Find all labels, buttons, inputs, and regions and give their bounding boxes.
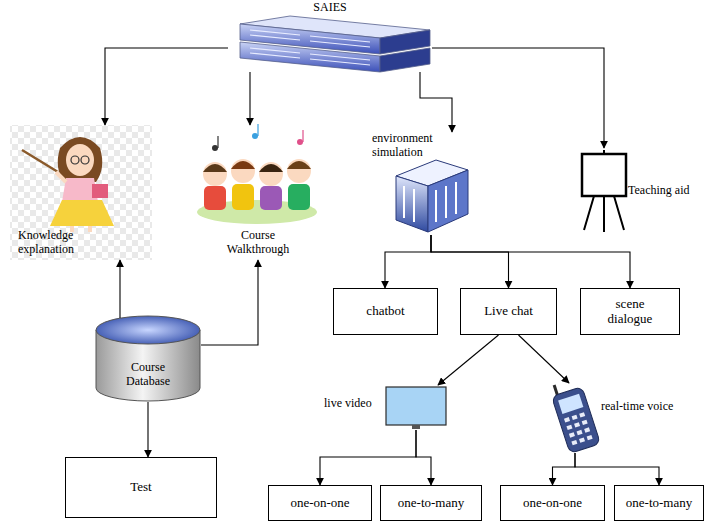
easel-icon — [582, 150, 626, 232]
illustration-node: Knowledge explanation — [10, 125, 152, 260]
server-rack — [240, 16, 430, 72]
node-label: one-on-one — [523, 496, 582, 511]
database-cylinder — [96, 316, 200, 401]
connector-arrow — [147, 402, 148, 457]
connector-arrow — [420, 72, 452, 132]
node-label: live video — [324, 397, 384, 411]
teacher-figure — [10, 125, 152, 260]
connector-arrow — [519, 335, 570, 383]
node-label: Test — [130, 480, 151, 495]
connector-arrow — [431, 235, 630, 288]
node-label: one-to-many — [398, 496, 464, 511]
process-box: chatbot — [333, 288, 438, 335]
connector-arrow — [416, 430, 431, 485]
node-label: Live chat — [484, 304, 533, 319]
connector-arrow — [438, 335, 499, 385]
monitor-icon — [386, 387, 446, 429]
connector-arrow — [201, 260, 258, 345]
process-box: one-on-one — [500, 485, 605, 521]
node-label: scene dialogue — [599, 297, 661, 327]
kids-figure — [197, 124, 317, 224]
connector-arrow — [249, 72, 250, 125]
database-node: Course Database — [95, 315, 201, 402]
process-box: one-to-many — [614, 485, 704, 521]
connector-arrow — [119, 260, 120, 318]
server-node: SAIES — [228, 0, 432, 72]
node-label: real-time voice — [601, 400, 691, 414]
connector-arrow — [575, 453, 659, 485]
node-label: one-on-one — [290, 496, 349, 511]
connector-arrow — [320, 430, 416, 485]
node-label: environment simulation — [372, 132, 440, 160]
connector-arrow — [105, 48, 228, 125]
process-box: one-to-many — [380, 485, 482, 521]
phone-icon — [548, 377, 600, 453]
icon-node: real-time voice — [553, 383, 693, 453]
node-label: Knowledge explanation — [18, 229, 90, 257]
process-box: scene dialogue — [580, 288, 680, 335]
node-label: one-to-many — [626, 496, 692, 511]
node-label: Course Walkthrough — [222, 229, 294, 257]
node-label: chatbot — [366, 304, 404, 319]
building-icon — [396, 160, 468, 232]
node-label: Course Database — [113, 361, 183, 389]
process-box: Live chat — [460, 288, 557, 335]
connector-arrow — [385, 235, 431, 288]
icon-node: Teaching aid — [575, 148, 693, 236]
icon-node: live video — [322, 385, 450, 430]
process-box: Test — [65, 457, 217, 518]
illustration-node: Course Walkthrough — [192, 125, 322, 260]
connector-arrow — [432, 48, 604, 148]
node-label: Teaching aid — [628, 184, 692, 198]
icon-node: environment simulation — [372, 132, 470, 235]
connector-arrow — [431, 235, 509, 288]
node-label: SAIES — [228, 1, 432, 15]
connector-arrow — [553, 453, 576, 485]
process-box: one-on-one — [268, 485, 372, 521]
